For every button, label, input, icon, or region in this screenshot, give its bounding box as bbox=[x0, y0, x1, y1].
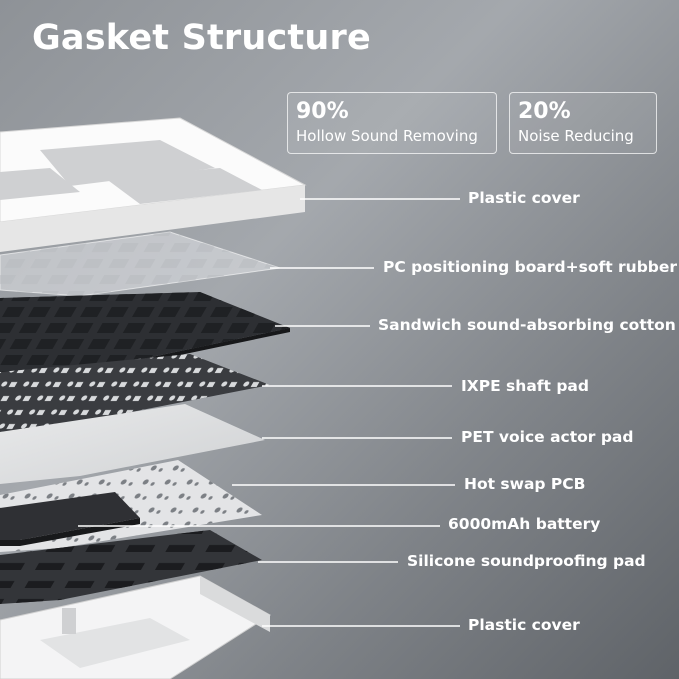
label-pc-positioning-board: PC positioning board+soft rubber bbox=[383, 258, 678, 276]
leader-lines bbox=[78, 198, 460, 627]
stat-card-noise-reducing: 20% Noise Reducing bbox=[509, 92, 657, 154]
layer-plastic-cover-bottom bbox=[0, 575, 271, 679]
layer-plastic-cover-top bbox=[0, 117, 307, 252]
layer-pc-positioning-board bbox=[0, 231, 281, 297]
layer-battery bbox=[0, 492, 140, 546]
stat-value: 90% bbox=[296, 99, 349, 124]
page-title: Gasket Structure bbox=[32, 18, 371, 58]
label-silicone-pad: Silicone soundproofing pad bbox=[407, 552, 646, 570]
label-hot-swap-pcb: Hot swap PCB bbox=[464, 475, 586, 493]
stat-value: 20% bbox=[518, 99, 571, 124]
layer-ixpe-shaft-pad bbox=[0, 354, 270, 432]
label-plastic-cover-top: Plastic cover bbox=[468, 189, 580, 207]
label-ixpe-shaft-pad: IXPE shaft pad bbox=[461, 377, 589, 395]
stat-label: Hollow Sound Removing bbox=[296, 127, 478, 145]
label-plastic-cover-bottom: Plastic cover bbox=[468, 616, 580, 634]
label-sandwich-cotton: Sandwich sound-absorbing cotton bbox=[378, 316, 676, 334]
layer-pet-pad bbox=[0, 404, 265, 484]
stat-label: Noise Reducing bbox=[518, 127, 634, 145]
layer-silicone-pad bbox=[0, 530, 262, 604]
stat-card-hollow-sound: 90% Hollow Sound Removing bbox=[287, 92, 497, 154]
label-pet-pad: PET voice actor pad bbox=[461, 428, 634, 446]
label-battery: 6000mAh battery bbox=[448, 515, 601, 533]
layer-sandwich-cotton bbox=[0, 292, 290, 376]
